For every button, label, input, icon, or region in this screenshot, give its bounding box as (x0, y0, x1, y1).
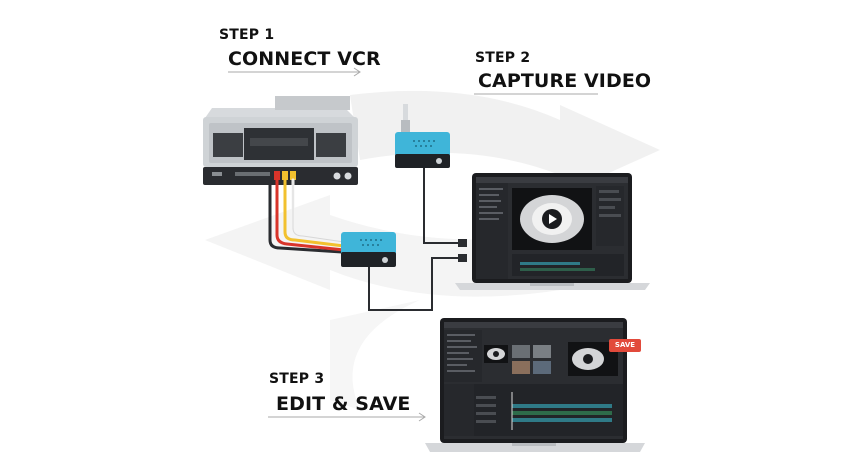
step-3-title: EDIT & SAVE (276, 393, 411, 415)
rca-plugs (274, 171, 296, 180)
usb-cables (368, 168, 462, 311)
step-3-number: STEP 3 (269, 371, 325, 387)
vcr-device (203, 96, 358, 185)
step-2-title: CAPTURE VIDEO (478, 70, 652, 92)
media-thumbnails (484, 345, 551, 374)
capture-laptop (455, 173, 650, 290)
save-button[interactable]: SAVE (609, 339, 641, 352)
step-1-title: CONNECT VCR (228, 48, 381, 70)
editor-laptop (425, 318, 645, 452)
step-2-number: STEP 2 (475, 50, 531, 66)
usb-plugs (458, 239, 467, 262)
composite-cables (268, 178, 346, 254)
capture-device-upper (395, 104, 450, 168)
step-1-number: STEP 1 (219, 27, 275, 43)
step-underlines (228, 67, 598, 422)
capture-device-lower (341, 232, 396, 267)
